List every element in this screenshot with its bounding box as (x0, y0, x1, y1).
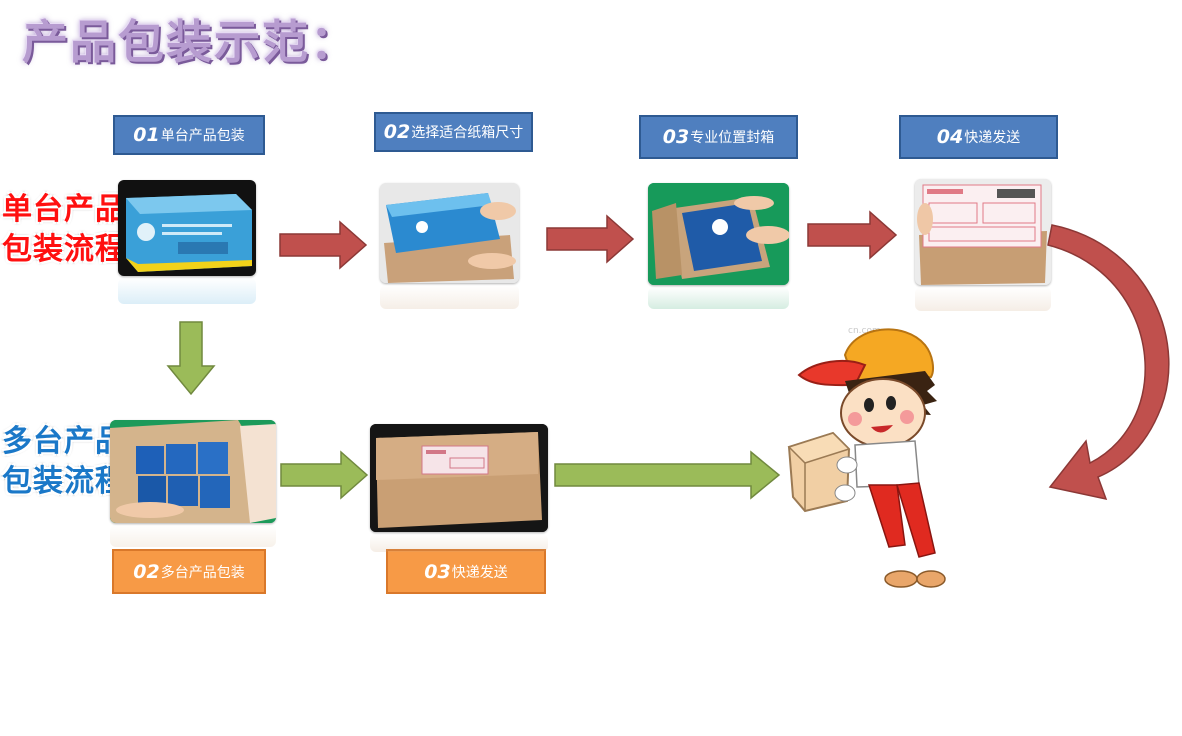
seal-box-photo (648, 183, 789, 285)
shipping-label-photo (915, 179, 1051, 285)
arrow-right-red-3 (807, 210, 898, 260)
page-title: 产品包装示范： (22, 15, 358, 69)
photo-reflection (110, 525, 276, 547)
step-text: 单台产品包装 (160, 128, 245, 144)
single-row-label: 单台产品 包装流程 (2, 190, 126, 270)
multi-row-label-line2: 包装流程 (2, 464, 126, 499)
step-number: 03 (424, 560, 451, 583)
arrow-right-green-1 (280, 450, 369, 500)
photo-reflection (915, 287, 1051, 311)
step-text: 选择适合纸箱尺寸 (411, 125, 524, 141)
step-text: 快递发送 (964, 130, 1021, 146)
single-row-label-line2: 包装流程 (2, 232, 126, 267)
arrow-down-green (166, 321, 216, 396)
step-number: 04 (936, 126, 964, 148)
multi-row-label: 多台产品 包装流程 (2, 422, 126, 502)
photo-reflection (648, 287, 789, 309)
single-product-photo (118, 180, 256, 276)
step-text: 快递发送 (451, 564, 508, 581)
step-number: 01 (133, 124, 160, 146)
photo-reflection (370, 534, 548, 552)
arrow-right-red-2 (546, 214, 635, 264)
step-number: 03 (662, 126, 690, 148)
step-number: 02 (133, 560, 160, 583)
photo-reflection (380, 285, 519, 309)
courier-cartoon-icon (787, 328, 946, 588)
arrow-curved-red (1047, 224, 1170, 501)
watermark: cn.com (848, 326, 881, 336)
step-number: 02 (383, 121, 411, 143)
arrow-right-green-2 (554, 450, 781, 500)
step-text: 专业位置封箱 (690, 130, 775, 146)
choose-carton-photo (380, 183, 519, 283)
step-text: 多台产品包装 (160, 564, 245, 581)
photo-reflection (118, 278, 256, 304)
multi-product-photo (110, 420, 276, 523)
single-row-label-line1: 单台产品 (2, 192, 126, 227)
arrow-right-red-1 (279, 220, 368, 270)
multi-row-label-line1: 多台产品 (2, 424, 126, 459)
sealed-carton-photo (370, 424, 548, 532)
